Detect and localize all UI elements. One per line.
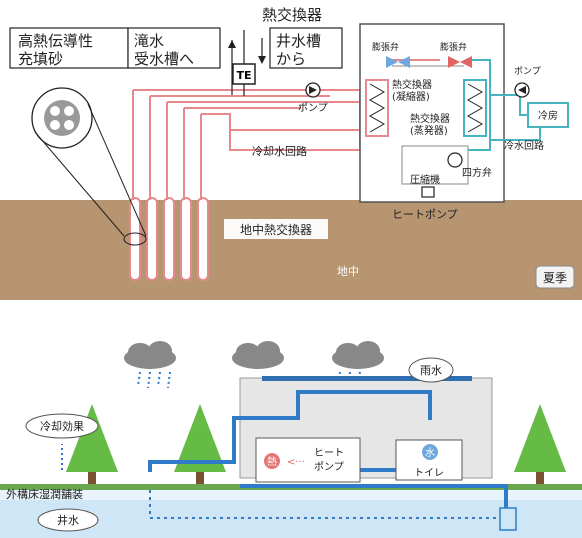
drain-box [127,27,221,69]
pump-right-label: ポンプ [514,66,541,77]
underground-label: 地中 [337,265,359,278]
cooling-effect-bubble [25,413,99,439]
cond-hx-label-2: (凝縮器) [392,90,430,103]
well-water-label: 井水 [57,513,79,527]
well-label-line2: から [276,50,306,68]
cooling-room-label: 冷房 [538,109,558,122]
tree-icon [66,404,566,486]
expansion-valve-1-label: 膨張弁 [372,41,399,53]
season-label: 夏季 [543,271,567,285]
evap-hx-label-2: (蒸発器) [410,124,448,137]
cooling-room-box [527,102,569,128]
heat-label: 熱 [267,455,277,468]
heat-pump-enclosure [359,23,505,203]
pump-left-label: ポンプ [298,102,328,114]
cloud-icon [124,341,384,369]
te-sensor-label: TE [236,69,251,82]
toilet-label: トイレ [414,468,444,479]
well-label-line1: 井水槽 [276,32,321,50]
four-way-valve-label: 四方弁 [462,166,492,179]
ground-hx-label: 地中熱交換器 [240,222,312,237]
rain-label: 雨水 [420,364,442,377]
bottom-diagram: 熱 <··· ヒート ポンプ 水 トイレ 雨水 冷却効果 外構床湿潤舗装 井水 [0,341,582,538]
te-sensor [232,63,256,85]
ground-band [0,200,582,300]
svg-text:<···: <··· [287,457,305,468]
well-water-bubble [37,508,99,532]
ground-hx-label-box [224,219,328,239]
water-label: 水 [425,447,435,459]
compressor-label: 圧縮機 [410,173,440,186]
cooling-circuit-label: 冷却水回路 [252,145,307,158]
season-box [535,265,575,289]
evap-hx-label-1: 熱交換器 [410,112,450,125]
cooling-effect-label: 冷却効果 [40,419,84,433]
expansion-valve-2-label: 膨張弁 [440,41,467,53]
compressor-box [421,186,435,198]
heat-pump-label-2: ポンプ [314,461,344,473]
heat-pump-label-1: ヒート [314,447,344,459]
ground-heat-exchanger-tubes [129,197,209,281]
heat-icon [264,453,280,469]
cond-hx-label-1: 熱交換器 [392,78,432,91]
heat-pump-label: ヒートポンプ [392,208,458,221]
sand-label-line1: 高熱伝導性 [18,32,93,50]
top-diagram: TE [0,6,582,300]
drain-label-line1: 滝水 [134,32,164,50]
well-box [269,27,343,69]
drain-label-line2: 受水槽へ [134,50,194,68]
sand-label-line2: 充填砂 [18,50,63,68]
four-way-valve-icon [447,152,463,168]
rain-label-bubble [408,357,454,383]
chilled-circuit-label: 冷水回路 [504,139,544,152]
hx-title: 熱交換器 [262,6,322,24]
sand-box [9,27,129,69]
paving-label: 外構床湿潤舗装 [6,487,83,501]
water-icon [422,444,438,460]
